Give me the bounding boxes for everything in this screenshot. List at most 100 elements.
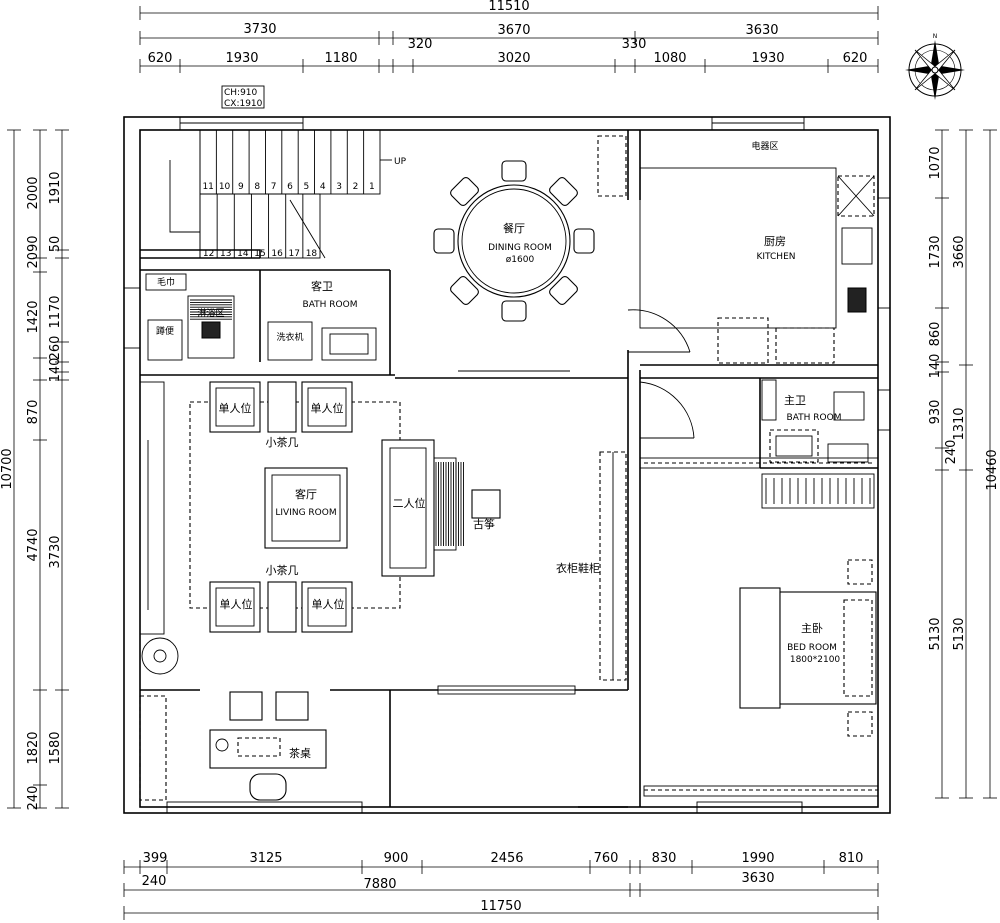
kitchen-en: KITCHEN <box>757 252 796 262</box>
top-dimensions: 11510 3730 3670 3630 620 1930 1180 320 3… <box>139 0 879 109</box>
dim-top-group-1: 3730 <box>243 22 276 37</box>
dim-right-group-1: 3660 <box>952 235 967 268</box>
guest-bath-towel: 毛巾 <box>157 276 175 288</box>
dim-left-group-1: 2000 <box>26 176 41 209</box>
dining-table <box>457 184 571 298</box>
double-bed <box>779 591 877 705</box>
tea-table <box>209 729 327 769</box>
kitchen: 电器区 厨房 KITCHEN <box>639 140 875 364</box>
dim-left-part-4: 260 <box>48 336 63 361</box>
dim-left-group-4: 870 <box>26 400 41 425</box>
dim-right-part-5: 930 <box>928 400 943 425</box>
stair-step-number: 7 <box>271 182 277 192</box>
single-seat-bottom-right <box>301 581 353 633</box>
stair-step-number: 10 <box>219 182 231 192</box>
note-ch: CH:910 <box>224 88 258 98</box>
right-dimensions: 10460 3660 1310 5130 1070 1730 860 140 9… <box>928 129 1000 799</box>
side-table-label-bottom: 小茶几 <box>266 564 299 577</box>
dim-left-group-6: 1820 <box>26 731 41 764</box>
dim-right-part-2: 1730 <box>928 235 943 268</box>
stair-step-number: 11 <box>202 182 213 192</box>
dim-top-part-4: 320 <box>408 37 433 52</box>
dim-top-part-1: 620 <box>148 51 173 66</box>
dim-left-part-3: 1170 <box>48 295 63 328</box>
dining-chairs <box>433 160 595 322</box>
dining-chair <box>450 276 479 305</box>
stair-step-number: 4 <box>320 182 326 192</box>
stair-step-number: 15 <box>254 249 265 259</box>
guest-bath-en: BATH ROOM <box>303 300 358 310</box>
tea-table-label: 茶桌 <box>289 747 311 760</box>
dim-right-part-6: 240 <box>944 440 959 465</box>
dim-top-group-3: 3630 <box>745 23 778 38</box>
dim-bottom-part-6: 830 <box>652 851 677 866</box>
dining-chair <box>501 300 527 322</box>
two-seat-label: 二人位 <box>393 496 426 510</box>
dim-bottom-group-2: 3630 <box>741 871 774 886</box>
single-seat-label-top-left: 单人位 <box>219 401 252 415</box>
dim-top-part-2: 1930 <box>225 51 258 66</box>
guest-bath: 毛巾 淋浴区 蹲便 洗衣机 客卫 BATH ROOM <box>145 273 377 361</box>
kitchen-zone-label: 电器区 <box>751 140 778 152</box>
dining-chair <box>501 160 527 182</box>
dining-chair <box>549 276 578 305</box>
dim-top-part-5: 3020 <box>497 51 530 66</box>
dim-right-group-3: 5130 <box>952 617 967 650</box>
single-seat-top-right <box>301 381 353 433</box>
bottom-dimensions: 399 3125 900 2456 760 830 1990 810 240 7… <box>123 851 879 920</box>
dim-top-part-7: 1080 <box>653 51 686 66</box>
guest-bath-cn: 客卫 <box>311 279 333 293</box>
dining-chair <box>549 177 578 206</box>
stair-step-number: 16 <box>271 249 283 259</box>
stair-step-number: 13 <box>220 249 231 259</box>
single-seat-label-top-right: 单人位 <box>311 401 344 415</box>
dining-chair <box>433 228 455 254</box>
dim-bottom-part-8: 810 <box>839 851 864 866</box>
master-bedroom: 主卧 BED ROOM 1800*2100 <box>639 457 879 797</box>
dining-room-cn: 餐厅 <box>503 221 525 235</box>
dim-top-total: 11510 <box>488 0 529 14</box>
stair-step-number: 14 <box>237 249 249 259</box>
stair-step-number: 1 <box>369 182 375 192</box>
living-room-cn: 客厅 <box>295 487 317 501</box>
dining-room-en: DINING ROOM <box>488 243 552 253</box>
dim-left-group-7: 240 <box>26 786 41 811</box>
stair-step-number: 9 <box>238 182 244 192</box>
dim-right-part-3: 860 <box>928 322 943 347</box>
guest-bath-washer: 洗衣机 <box>276 331 303 343</box>
guzheng-strings <box>435 462 464 546</box>
single-seat-label-bottom-right: 单人位 <box>312 597 345 611</box>
dim-left-part-6: 3730 <box>48 535 63 568</box>
bedroom-wardrobe-rails <box>765 478 871 504</box>
single-seat-label-bottom-left: 单人位 <box>220 597 253 611</box>
dim-left-group-2: 2090 <box>26 235 41 268</box>
dim-left-part-2: 50 <box>48 236 63 253</box>
dim-top-group-2: 3670 <box>497 23 530 38</box>
stair-step-number: 18 <box>306 249 318 259</box>
dim-bottom-part-5: 760 <box>594 851 619 866</box>
dim-right-part-4: 140 <box>928 354 943 379</box>
dining-room: 餐厅 DINING ROOM ø1600 <box>433 135 691 353</box>
tea-area: 茶桌 <box>139 691 327 801</box>
dim-bottom-part-7: 1990 <box>741 851 774 866</box>
dim-bottom-part-2: 3125 <box>249 851 282 866</box>
stair-step-number: 3 <box>336 182 342 192</box>
living-room-en: LIVING ROOM <box>275 508 336 518</box>
dim-left-total: 10700 <box>0 448 15 489</box>
dim-left-part-5: 140 <box>48 358 63 383</box>
compass-north-label: N <box>933 33 938 40</box>
dim-left-group-3: 1420 <box>26 300 41 333</box>
guest-bath-squat: 蹲便 <box>156 325 174 337</box>
dim-bottom-part-3: 900 <box>384 851 409 866</box>
dim-bottom-part-4: 2456 <box>490 851 523 866</box>
dim-bottom-part-1: 399 <box>143 851 168 866</box>
compass-rose-icon: N <box>905 33 965 100</box>
guest-bath-shower: 淋浴区 <box>197 307 224 319</box>
dim-top-part-9: 620 <box>843 51 868 66</box>
side-table-label-top: 小茶几 <box>266 436 299 449</box>
shower-drain-lines <box>190 299 232 320</box>
dim-right-part-7: 5130 <box>928 617 943 650</box>
living-room: 客厅 LIVING ROOM 单人位 单人位 小茶几 单人位 单人位 小茶几 二… <box>139 381 695 681</box>
